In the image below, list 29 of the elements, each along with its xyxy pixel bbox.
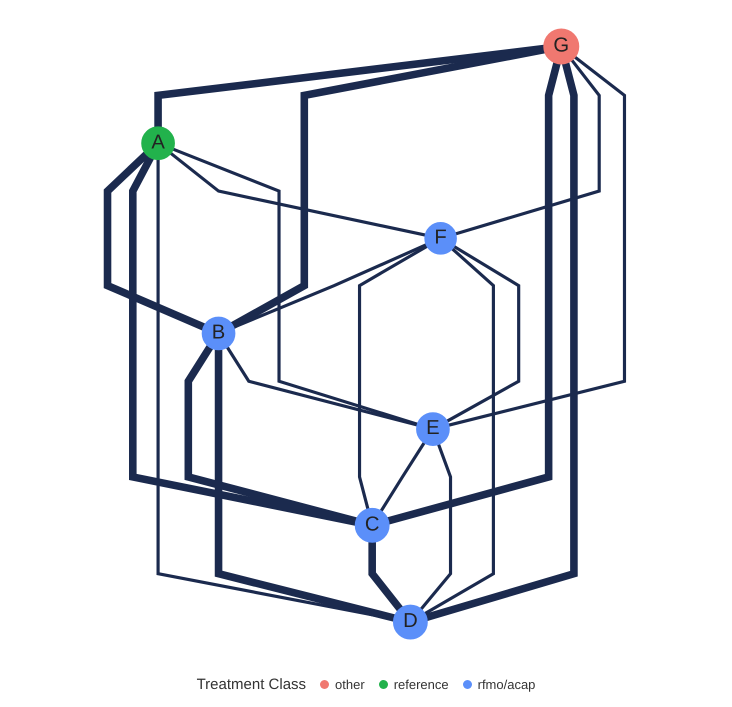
node-circle: E <box>416 412 450 446</box>
legend-title: Treatment Class <box>196 676 306 693</box>
node-circle: F <box>424 222 457 255</box>
legend-label: other <box>335 677 365 692</box>
connector <box>455 59 601 236</box>
connector <box>154 44 544 128</box>
legend-label: rfmo/acap <box>478 677 536 692</box>
connector <box>424 248 495 615</box>
connector <box>226 346 418 427</box>
connector <box>172 148 418 426</box>
connector <box>232 243 427 329</box>
node-circle: A <box>141 126 175 160</box>
connector <box>446 245 520 423</box>
node-circle: D <box>392 604 428 640</box>
connector <box>420 444 452 610</box>
connector <box>129 156 356 526</box>
node-circle: C <box>354 508 390 543</box>
connector <box>380 442 426 512</box>
connector <box>104 152 206 330</box>
connector <box>425 62 578 621</box>
connector <box>214 350 396 622</box>
connector <box>358 244 428 510</box>
node-circle: G <box>543 28 580 64</box>
node-circle: B <box>202 316 236 350</box>
connector <box>387 62 561 525</box>
connector <box>368 542 403 612</box>
connector <box>448 56 626 427</box>
legend-label: reference <box>394 677 449 692</box>
connector <box>170 152 426 237</box>
